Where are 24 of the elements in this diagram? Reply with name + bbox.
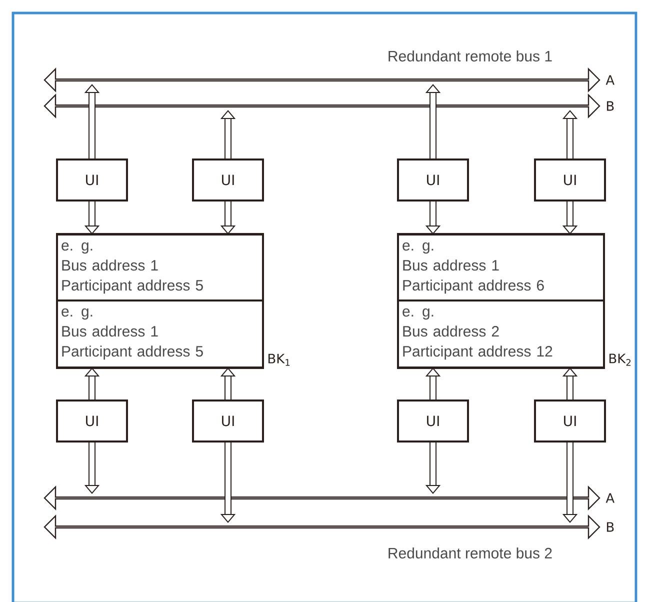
bus-letter: B [606,522,614,532]
bus-arrow [44,68,600,92]
ui-box: UI [397,158,469,202]
module-label: BK$_{2}$ [609,354,631,366]
bus-arrow [44,486,600,510]
ui-box: UI [192,400,264,442]
bus-letter: A [606,493,614,503]
bus-letter: A [606,75,614,85]
ui-box: UI [534,158,606,202]
address-box: e. g. Bus address 1 Participant address 5 [56,300,264,368]
bus-title: Redundant remote bus 1 [388,50,552,62]
bus-arrow [44,514,600,540]
bus-title: Redundant remote bus 2 [388,547,552,558]
address-box: e. g. Bus address 2 Participant address 12 [397,300,605,368]
ui-box: UI [397,400,469,442]
ui-box: UI [192,158,264,202]
address-box: e. g. Bus address 1 Participant address 6 [397,234,605,302]
ui-box: UI [534,400,606,442]
bus-arrow [44,94,600,118]
address-box: e. g. Bus address 1 Participant address 5 [56,234,264,302]
module-label: BK$_{1}$ [268,354,290,366]
bus-letter: B [606,101,614,111]
ui-box: UI [56,158,128,202]
ui-box: UI [56,400,128,442]
